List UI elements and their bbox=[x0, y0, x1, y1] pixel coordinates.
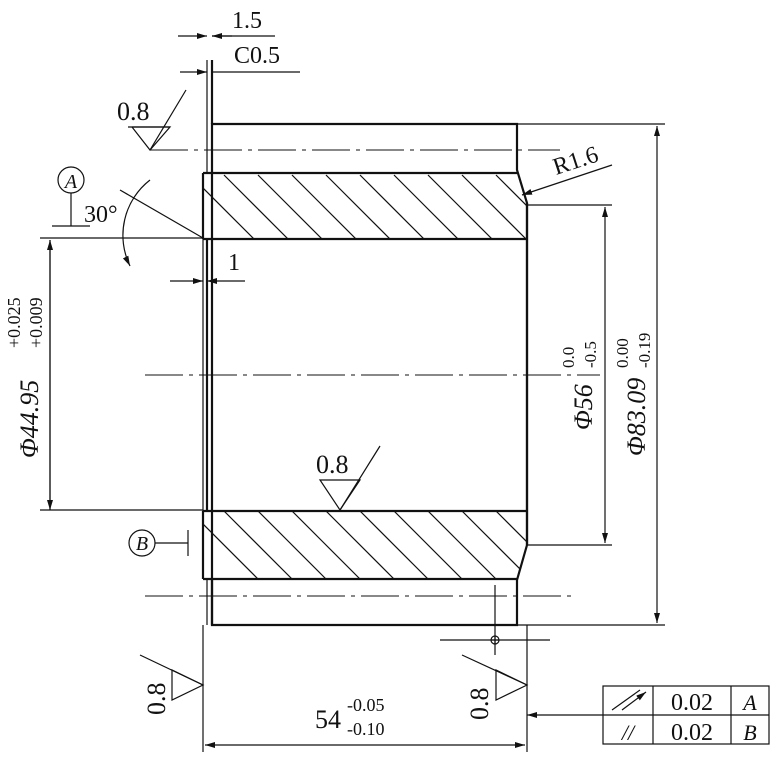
outer-lower-label: -0.19 bbox=[635, 333, 654, 368]
dim-chamfer: C0.5 bbox=[180, 43, 300, 75]
tolerance-row-2: // 0.02 B bbox=[620, 720, 757, 746]
roughness-right-face: 0.8 bbox=[461, 654, 529, 721]
roughness-bore: 0.8 bbox=[316, 445, 381, 512]
bore-upper-label: +0.025 bbox=[4, 297, 24, 348]
roughness-left-face: 0.8 bbox=[139, 654, 205, 716]
radius-label: R1.6 bbox=[550, 142, 602, 181]
face-width-label: 1.5 bbox=[232, 8, 262, 34]
roughness-bore-label: 0.8 bbox=[316, 450, 349, 479]
tol-row2-value: 0.02 bbox=[671, 720, 713, 746]
hatch-top bbox=[203, 174, 527, 239]
bore-dia-label: Φ44.95 bbox=[15, 380, 44, 458]
length-label: 54 bbox=[315, 705, 341, 734]
groove-lower-label: -0.5 bbox=[581, 341, 600, 368]
tol-row1-value: 0.02 bbox=[671, 690, 713, 716]
dim-outer: Φ83.09 0.00 -0.19 bbox=[517, 123, 665, 626]
step-label: 1 bbox=[228, 250, 240, 276]
dim-step: 1 bbox=[170, 250, 245, 284]
outer-dia-label: Φ83.09 bbox=[622, 378, 651, 456]
svg-text:Φ83.09: Φ83.09 bbox=[622, 378, 651, 456]
dim-face-width: 1.5 bbox=[178, 8, 275, 39]
tol-row2-symbol: // bbox=[620, 720, 636, 745]
outer-upper-label: 0.00 bbox=[613, 338, 632, 368]
datum-a: A 30° bbox=[40, 166, 204, 267]
dim-groove: Φ56 0.0 -0.5 bbox=[527, 204, 612, 546]
chamfer-label: C0.5 bbox=[234, 43, 280, 69]
bore-lower-label: +0.009 bbox=[26, 297, 46, 348]
angle-label: 30° bbox=[84, 202, 118, 228]
tol-row2-datum: B bbox=[743, 720, 756, 745]
dim-bore: Φ44.95 +0.025 +0.009 bbox=[4, 240, 203, 511]
tolerance-row-1: 0.02 A bbox=[611, 689, 757, 716]
tol-row1-datum: A bbox=[741, 690, 757, 715]
roughness-top-left: 0.8 bbox=[117, 89, 187, 151]
roughness-right-face-label: 0.8 bbox=[465, 688, 494, 721]
datum-b-label: B bbox=[136, 533, 148, 555]
groove-upper-label: 0.0 bbox=[559, 347, 578, 368]
length-upper-label: -0.05 bbox=[347, 695, 385, 715]
roughness-left-face-label: 0.8 bbox=[142, 683, 171, 716]
dim-length: 54 -0.05 -0.10 bbox=[202, 625, 528, 752]
roughness-top-left-label: 0.8 bbox=[117, 97, 150, 126]
center-lines bbox=[145, 149, 600, 655]
part-outline bbox=[201, 60, 529, 627]
svg-text:Φ56: Φ56 bbox=[569, 384, 598, 430]
groove-dia-label: Φ56 bbox=[569, 384, 598, 430]
datum-a-label: A bbox=[63, 171, 78, 193]
tolerance-frame: 0.02 A // 0.02 B bbox=[527, 685, 770, 746]
hatch-bottom bbox=[203, 511, 527, 579]
length-lower-label: -0.10 bbox=[347, 719, 385, 739]
datum-b: B bbox=[128, 529, 189, 557]
svg-text:Φ44.95: Φ44.95 bbox=[15, 380, 44, 458]
